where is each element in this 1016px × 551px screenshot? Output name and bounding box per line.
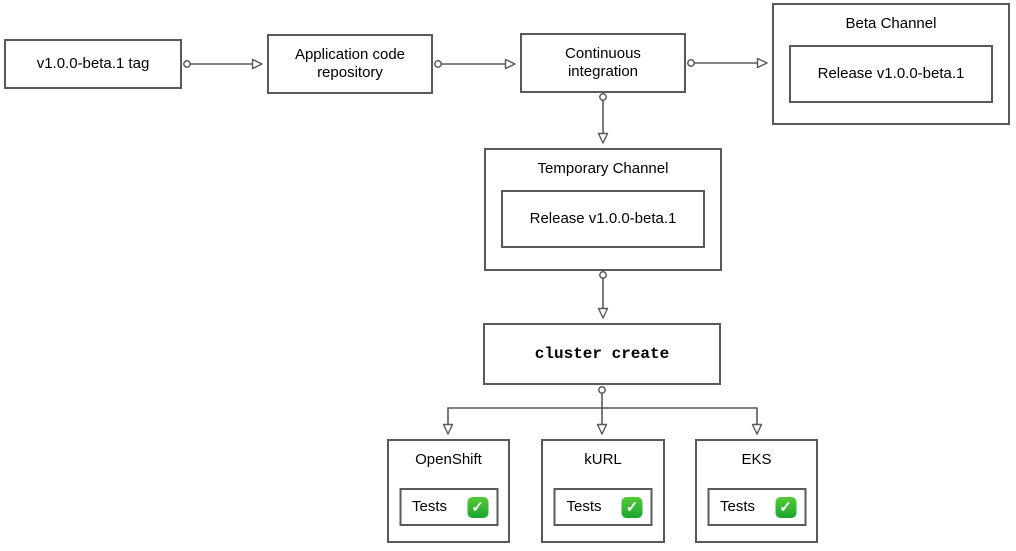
node-eks: EKS Tests ✓: [695, 439, 818, 543]
eks-tests-box: Tests ✓: [707, 488, 806, 526]
node-cluster-create: cluster create: [483, 323, 721, 385]
openshift-title: OpenShift: [415, 451, 482, 468]
node-continuous-integration: Continuous integration: [520, 33, 686, 93]
temporary-release-label: Release v1.0.0-beta.1: [529, 210, 677, 227]
tests-label: Tests: [412, 498, 448, 515]
kurl-title: kURL: [584, 451, 622, 468]
temporary-channel-title: Temporary Channel: [537, 160, 669, 177]
tests-label: Tests: [566, 498, 602, 515]
tests-label: Tests: [720, 498, 756, 515]
edge-cluster-create-to-eks: [602, 407, 763, 435]
node-temporary-channel: Temporary Channel Release v1.0.0-beta.1: [484, 148, 722, 271]
node-beta-channel: Beta Channel Release v1.0.0-beta.1: [772, 3, 1010, 125]
node-application-code-repository: Application code repository: [267, 34, 433, 94]
temporary-channel-release-box: Release v1.0.0-beta.1: [501, 190, 705, 248]
beta-channel-title: Beta Channel: [845, 15, 937, 32]
edge-cluster-create-to-openshift: [442, 407, 602, 435]
beta-release-label: Release v1.0.0-beta.1: [817, 65, 965, 82]
continuous-integration-label: Continuous integration: [565, 45, 641, 80]
node-version-tag: v1.0.0-beta.1 tag: [4, 39, 182, 89]
eks-title: EKS: [741, 451, 772, 468]
version-tag-label: v1.0.0-beta.1 tag: [36, 55, 150, 72]
node-kurl: kURL Tests ✓: [541, 439, 665, 543]
cluster-create-label: cluster create: [534, 345, 670, 363]
check-mark-button-icon: ✓: [775, 496, 796, 518]
repository-label: Application code repository: [294, 46, 406, 81]
node-openshift: OpenShift Tests ✓: [387, 439, 510, 543]
check-mark-button-icon: ✓: [621, 496, 643, 518]
openshift-tests-box: Tests ✓: [399, 488, 498, 526]
beta-channel-release-box: Release v1.0.0-beta.1: [789, 45, 993, 103]
kurl-tests-box: Tests ✓: [553, 488, 653, 526]
check-mark-button-icon: ✓: [467, 496, 488, 518]
